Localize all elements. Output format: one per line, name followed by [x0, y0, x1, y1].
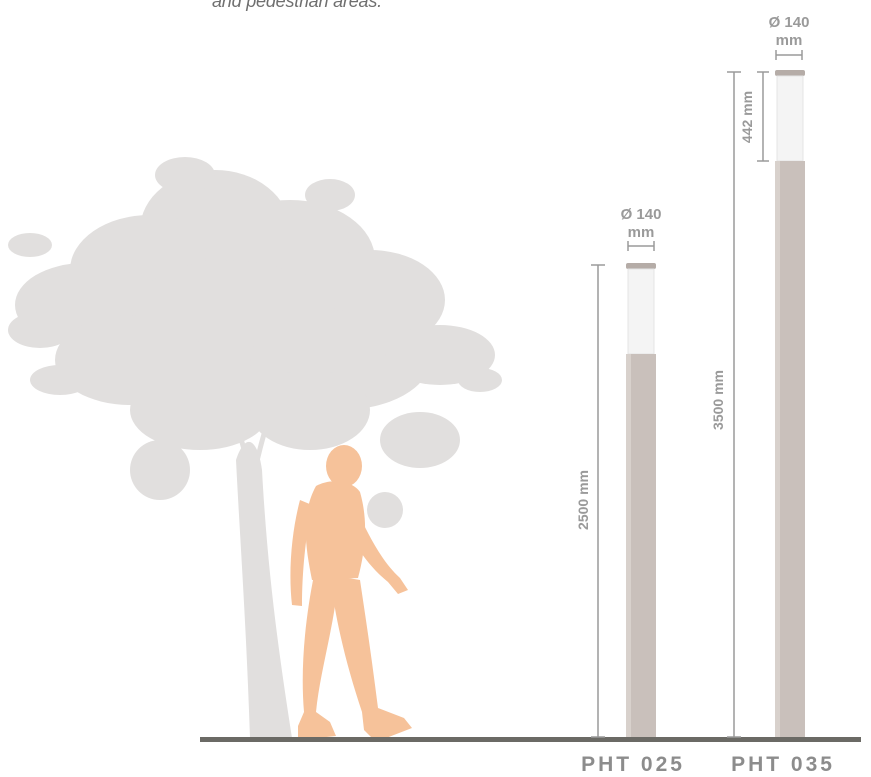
- height-label: 3500 mm: [710, 370, 726, 430]
- pht-025-group: 2500 mm Ø 140 mm PHT 025: [575, 206, 685, 776]
- bollard-pole-highlight: [626, 354, 631, 737]
- height-label: 2500 mm: [575, 470, 591, 530]
- diameter-unit-label: mm: [628, 224, 655, 241]
- ground-line: [200, 737, 861, 742]
- tree-trunk: [236, 441, 292, 738]
- person-head: [326, 445, 362, 487]
- bollard-cap: [626, 263, 656, 269]
- model-label: PHT 025: [581, 753, 685, 776]
- diameter-unit-label: mm: [776, 32, 803, 49]
- person-front-arm: [340, 500, 408, 594]
- caption-text: and pedestrian areas.: [212, 0, 382, 11]
- bollard-diffuser: [776, 75, 804, 162]
- person-rear-arm: [290, 500, 312, 606]
- person-rear-leg: [298, 575, 338, 740]
- tree-canopy: [8, 157, 502, 528]
- bollard-diffuser: [627, 268, 655, 355]
- bollard-pole-highlight: [775, 161, 780, 737]
- head-height-label: 442 mm: [739, 91, 755, 143]
- bollard-cap: [775, 70, 805, 76]
- pht-035-group: 3500 mm 442 mm Ø 140 mm PHT 035: [710, 14, 835, 776]
- person-front-leg: [330, 575, 412, 742]
- person-silhouette: [290, 445, 412, 742]
- model-label: PHT 035: [731, 753, 835, 776]
- diameter-label: Ø 140: [769, 14, 810, 31]
- tree-silhouette: [8, 157, 502, 738]
- diameter-label: Ø 140: [621, 206, 662, 223]
